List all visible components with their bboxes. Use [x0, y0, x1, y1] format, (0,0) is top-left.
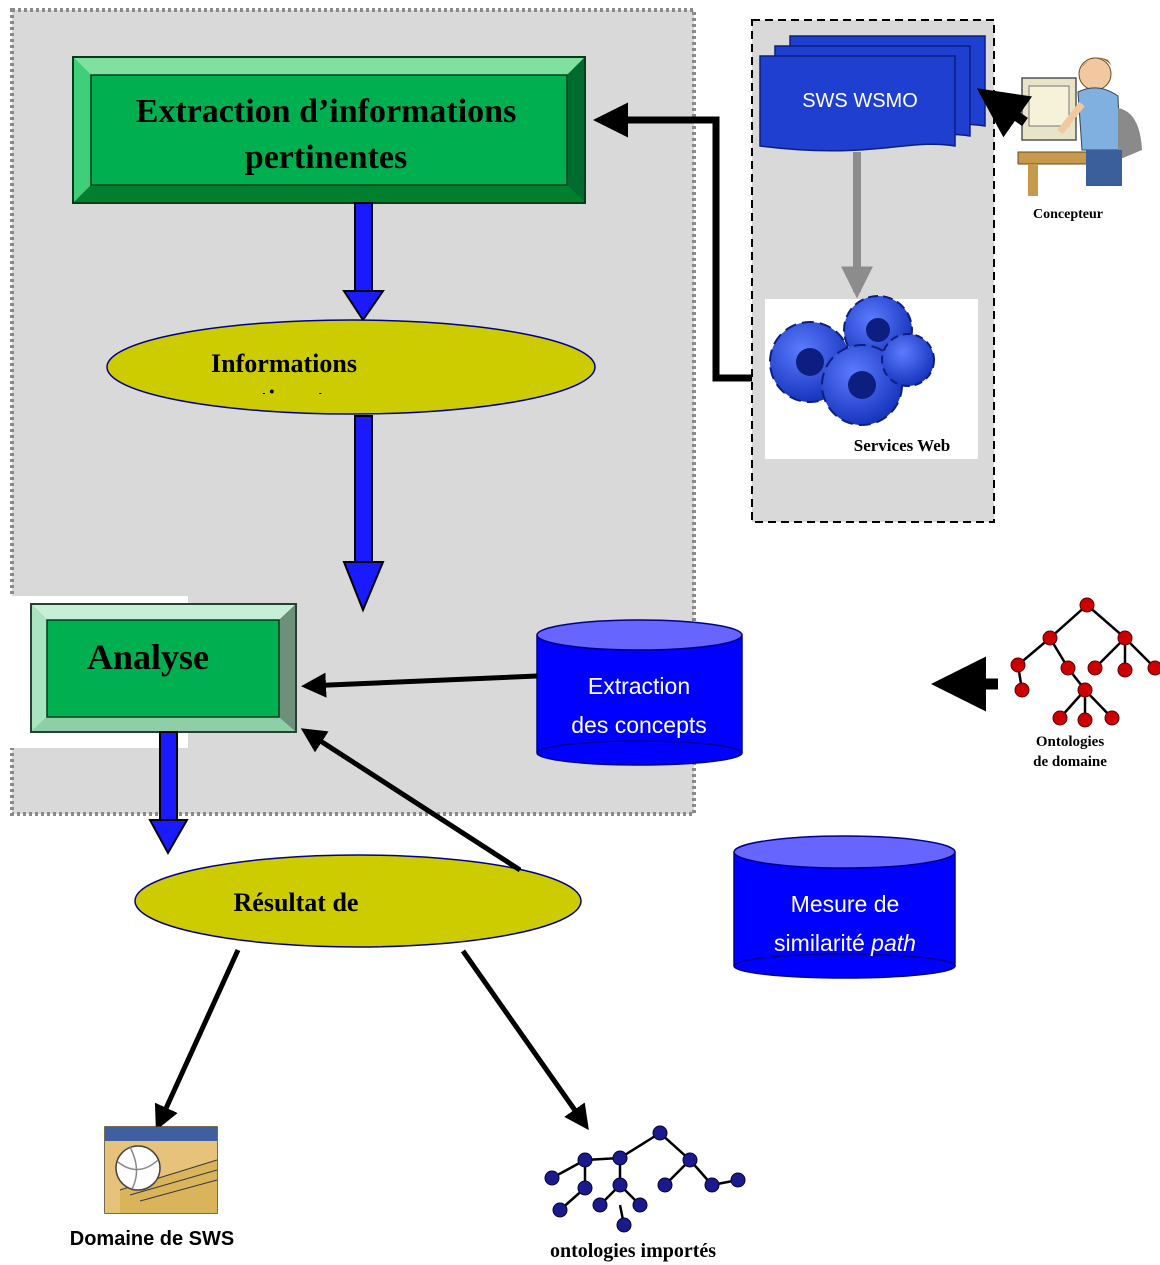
mesure-line2-italic: path	[870, 930, 916, 956]
concepteur-figure: Concepteur	[1017, 57, 1142, 222]
analyse-label: Analyse	[87, 637, 209, 677]
mesure-line2: similarité path	[774, 930, 916, 956]
services-web-image: Services Web	[765, 295, 978, 459]
black-arrow-resultat-to-domaine	[154, 948, 241, 1131]
extraction-concepts-line1: Extraction	[588, 673, 690, 699]
extraction-box-line2: pertinentes	[245, 139, 407, 176]
concepteur-label: Concepteur	[1033, 207, 1103, 222]
black-arrow-concepteur-to-docs	[976, 88, 1033, 138]
sws-wsmo-document-stack: SWS WSMO	[759, 35, 986, 152]
black-arrow-resultat-to-ontologies-importes	[460, 949, 589, 1131]
black-arrow-concepts-to-analyse	[301, 672, 538, 698]
ontologies-domaine-line2: de domaine	[1033, 754, 1107, 770]
extraction-box-line1: Extraction d’informations	[136, 93, 517, 130]
services-web-label: Services Web	[854, 436, 950, 455]
ontologies-importes-tree: ontologies importés	[544, 1125, 746, 1262]
analyse-box: Analyse	[30, 603, 297, 733]
domaine-sws-label: Domaine de SWS	[70, 1228, 234, 1250]
blue-down-arrow-3	[148, 731, 189, 856]
black-arrow-resultat-to-analyse	[300, 728, 522, 873]
resultat-label: Résultat de	[234, 888, 359, 917]
resultat-ellipse: Résultat de	[134, 854, 582, 948]
sws-wsmo-label: SWS WSMO	[802, 90, 918, 112]
informations-label: Informations	[211, 349, 357, 378]
extraction-concepts-db: Extraction des concepts	[536, 619, 743, 766]
mesure-line2-plain: similarité	[774, 930, 871, 956]
gear-icon	[769, 295, 935, 426]
mesure-line1: Mesure de	[791, 891, 900, 917]
black-elbow-arrow-services-to-extraction	[593, 102, 752, 382]
domaine-sws-icon: Domaine de SWS	[70, 1126, 234, 1250]
ontologies-domaine-tree: Ontologies de domaine	[1010, 597, 1160, 770]
informations-ellipse: Informations pertinentes	[106, 319, 596, 415]
ontologies-domaine-line1: Ontologies	[1036, 734, 1104, 750]
mesure-similarite-db: Mesure de similarité path	[733, 835, 956, 979]
extraction-informations-box: Extraction d’informations pertinentes	[72, 56, 586, 204]
ontologies-importes-label: ontologies importés	[550, 1240, 716, 1262]
blue-down-arrow-2	[342, 415, 385, 613]
extraction-concepts-line2: des concepts	[571, 712, 707, 738]
informations-label-clipped: pertinentes	[222, 385, 346, 414]
blue-down-arrow-1	[342, 202, 385, 322]
